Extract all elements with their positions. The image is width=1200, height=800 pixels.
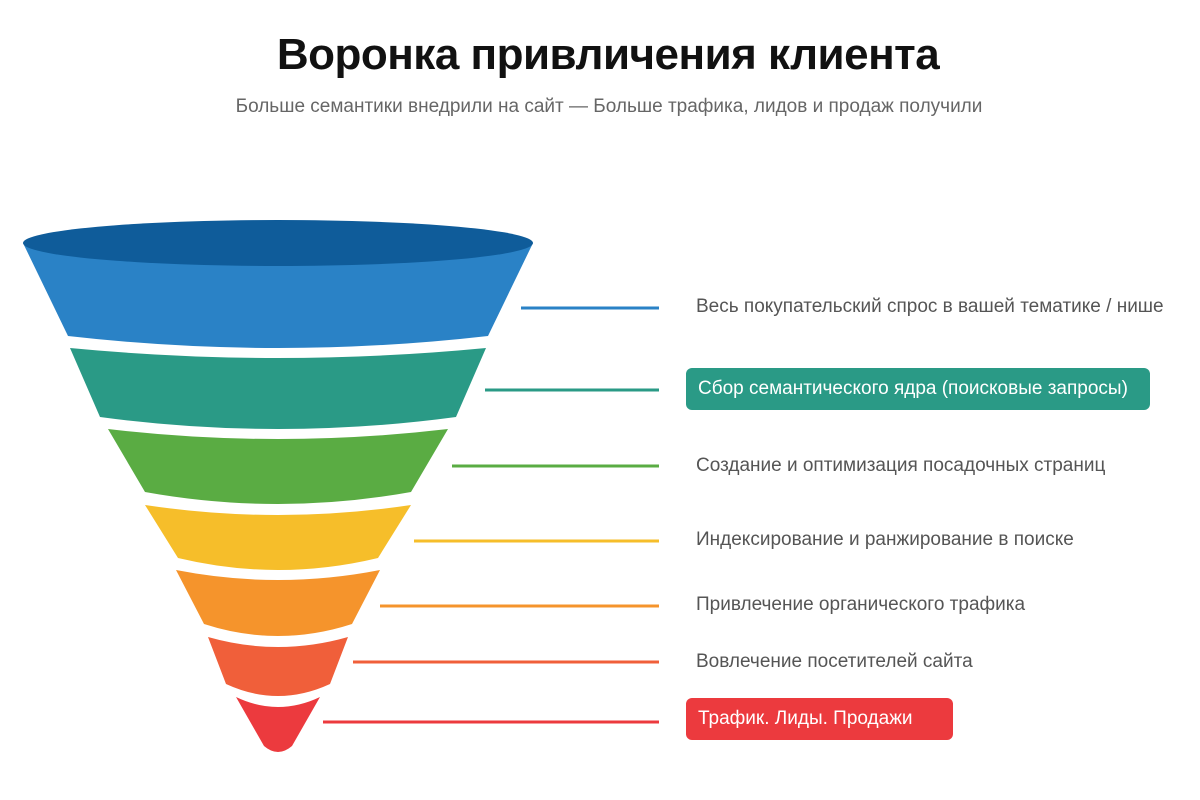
stage-label-demand: Весь покупательский спрос в вашей темати… [696,296,1164,317]
page-subtitle: Больше семантики внедрили на сайт — Боль… [235,96,983,117]
funnel-layer-5 [176,570,380,636]
stage-label-semantic-core: Сбор семантического ядра (поисковые запр… [686,368,1150,410]
funnel-layer-4 [145,505,411,570]
funnel-top-ellipse [23,220,533,266]
stage-label-engagement: Вовлечение посетителей сайта [696,651,973,672]
funnel-layer-7 [236,697,320,752]
stage-label-sales: Трафик. Лиды. Продажи [686,698,953,740]
funnel-layer-1 [23,243,533,348]
funnel-layer-6 [208,637,348,696]
page-title: Воронка привличения клиента [276,30,940,79]
funnel-layer-3 [108,429,448,504]
stage-label-indexing: Индексирование и ранжирование в поиске [696,529,1074,550]
funnel-layers [23,220,533,752]
connector-lines [323,306,659,724]
stage-label-landing-pages: Создание и оптимизация посадочных страни… [696,455,1106,476]
stage-label-organic-traffic: Привлечение органического трафика [696,594,1026,615]
funnel-layer-2 [70,348,486,429]
